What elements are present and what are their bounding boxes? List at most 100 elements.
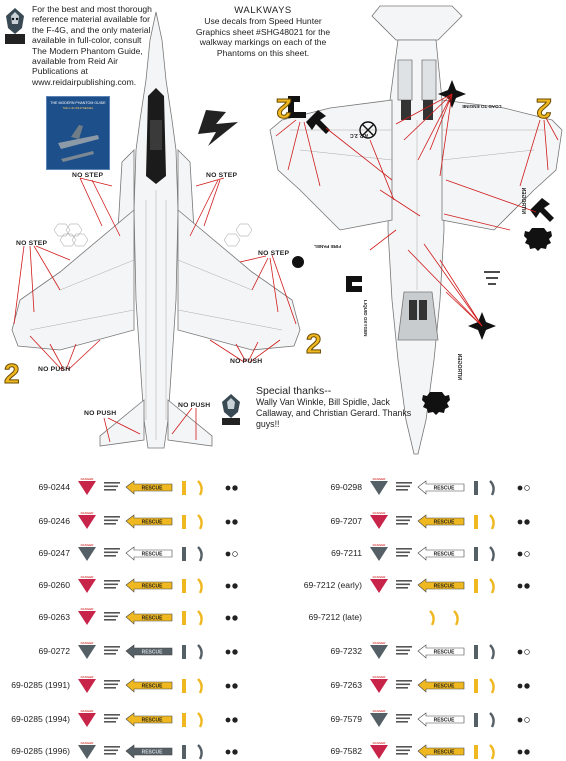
liquid-oxygen-stencil: LIQUID OXYGEN	[363, 300, 368, 337]
book-cover-title: THE MODERN PHANTOM GUIDE	[50, 101, 106, 105]
left-serial-8: 69-0285 (1996)	[11, 746, 70, 756]
danger-stencil: DANGER	[81, 675, 95, 679]
refuel-mark	[182, 745, 186, 759]
intro-text: For the best and most thorough reference…	[32, 4, 152, 87]
stencil-text-line	[104, 683, 118, 686]
curved-stripe-mark	[489, 678, 495, 694]
special-thanks-title: Special thanks--	[256, 385, 332, 397]
stencil-text-line	[396, 485, 410, 488]
refuel-mark	[474, 745, 478, 759]
number-two-mirrored-left: 2	[276, 93, 293, 125]
top-view-diagram	[11, 11, 301, 449]
dot-mark	[524, 749, 530, 755]
dot-mark	[524, 485, 530, 491]
stencil-text-line	[104, 555, 116, 557]
stencil-text-line	[396, 649, 410, 652]
danger-stencil: DANGER	[81, 575, 95, 579]
no-step-label-4: NO STEP	[258, 250, 290, 257]
dot-mark	[517, 683, 523, 689]
stencil-text-line	[104, 717, 118, 720]
dot-mark	[225, 485, 231, 491]
no-step-label-3: NO STEP	[16, 240, 48, 247]
refuel-mark	[182, 547, 186, 561]
stencil-text-line	[396, 746, 412, 748]
dot-mark	[517, 583, 523, 589]
danger-stencil: DANGER	[81, 709, 95, 713]
stencil-text-line	[104, 583, 118, 586]
right-serial-6: 69-7263	[330, 680, 362, 690]
danger-stencil: DANGER	[81, 477, 95, 481]
stencil-text-line	[396, 683, 410, 686]
danger-stencil: DANGER	[373, 477, 387, 481]
stencil-text-line	[104, 714, 120, 716]
stencil-text-line	[104, 687, 116, 689]
rescue-arrow-icon	[125, 546, 173, 561]
danger-stencil: DANGER	[373, 575, 387, 579]
stencil-text-line	[396, 523, 408, 525]
dot-mark	[524, 717, 530, 723]
left-serial-1: 69-0246	[38, 516, 70, 526]
stencil-text-line	[396, 489, 408, 491]
stencil-text-line	[396, 583, 410, 586]
refuel-mark	[182, 481, 186, 495]
walkways-note: WALKWAYS Use decals from Speed Hunter Gr…	[188, 5, 338, 58]
ap-stencil: A.P. 2.C	[350, 132, 369, 138]
stencil-text-line	[396, 587, 408, 589]
rescue-arrow-icon	[417, 678, 465, 693]
dot-mark	[517, 649, 523, 655]
danger-chevron-icon	[78, 745, 96, 759]
rescue-arrow-icon	[417, 712, 465, 727]
stencil-text-line	[396, 717, 410, 720]
right-row-4: 69-7212 (late)	[292, 610, 562, 626]
refuel-mark	[182, 679, 186, 693]
right-serial-5: 69-7232	[330, 646, 362, 656]
number-two-right: 2	[306, 328, 323, 360]
dot-mark	[232, 683, 238, 689]
curved-stripe-mark	[197, 678, 203, 694]
stencil-text-line	[396, 482, 412, 484]
danger-stencil: DANGER	[373, 741, 387, 745]
dot-mark	[225, 683, 231, 689]
rescue-arrow-icon	[125, 578, 173, 593]
curved-stripe-mark	[197, 712, 203, 728]
stencil-text-line	[104, 523, 116, 525]
refuel-mark	[474, 645, 478, 659]
rescue-stencil: RESCUE	[142, 718, 164, 724]
danger-chevron-icon	[370, 645, 388, 659]
no-push-label-3: NO PUSH	[84, 410, 117, 417]
danger-chevron-icon	[370, 547, 388, 561]
stencil-text-line	[396, 555, 408, 557]
dot-mark	[232, 551, 238, 557]
dot-mark	[517, 551, 523, 557]
dot-mark	[225, 649, 231, 655]
curved-stripe-mark	[197, 744, 203, 760]
rescue-stencil: RESCUE	[434, 552, 456, 558]
stencil-text-line	[104, 680, 120, 682]
dot-mark	[524, 551, 530, 557]
stencil-text-line	[104, 646, 120, 648]
stencil-text-line	[396, 580, 412, 582]
stencil-text-line	[104, 615, 118, 618]
nitrogen-stencil-1: NITROGEN	[520, 187, 526, 214]
danger-stencil: DANGER	[81, 641, 95, 645]
stencil-text-line	[104, 587, 116, 589]
stencil-text-line	[396, 753, 408, 755]
rescue-stencil: RESCUE	[142, 520, 164, 526]
rescue-stencil: RESCUE	[142, 552, 164, 558]
dot-mark	[232, 749, 238, 755]
danger-stencil: DANGER	[81, 543, 95, 547]
stencil-text-line	[104, 548, 120, 550]
number-two-mirrored-right: 2	[536, 93, 553, 125]
rescue-stencil: RESCUE	[434, 650, 456, 656]
rescue-stencil: RESCUE	[142, 750, 164, 756]
